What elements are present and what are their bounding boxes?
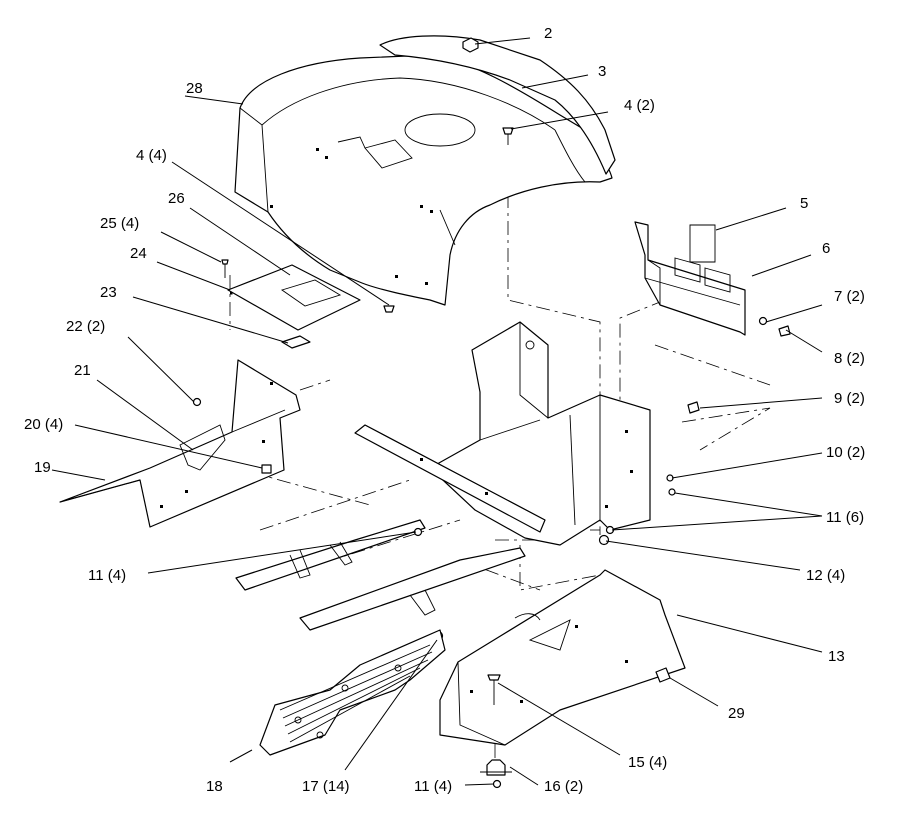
- callout-23: 23: [100, 284, 117, 301]
- callout-22: 22 (2): [66, 318, 105, 335]
- leader-lines: [51, 37, 823, 786]
- callout-8: 8 (2): [834, 350, 865, 367]
- clip-part-9: [687, 401, 700, 414]
- callout-9: 9 (2): [834, 390, 865, 407]
- callout-3: 3: [598, 63, 606, 80]
- bracket-part-6: [634, 221, 746, 336]
- callout-20: 20 (4): [24, 416, 63, 433]
- callout-10: 10 (2): [826, 444, 865, 461]
- callout-11-4-bottom: 11 (4): [414, 778, 452, 795]
- callout-11-6: 11 (6): [826, 509, 864, 526]
- clamp-part-16: [480, 759, 512, 776]
- footrest-mat-part-18: [259, 629, 446, 756]
- callout-16: 16 (2): [544, 778, 583, 795]
- callout-12: 12 (4): [806, 567, 845, 584]
- callout-21: 21: [74, 362, 91, 379]
- callout-28: 28: [186, 80, 203, 97]
- screw-part-4-left: [383, 305, 395, 313]
- clip-part-2: [462, 37, 479, 53]
- decal-part-5: [689, 224, 716, 263]
- callout-6: 6: [822, 240, 830, 257]
- callout-11-4-left: 11 (4): [88, 567, 126, 584]
- callout-15: 15 (4): [628, 754, 667, 771]
- seat-support-frame: [429, 321, 651, 546]
- callout-4-4: 4 (4): [136, 147, 167, 164]
- decal-part-23: [281, 335, 311, 349]
- footrest-bracket-part-19: [59, 359, 301, 528]
- callout-29: 29: [728, 705, 745, 722]
- callout-18: 18: [206, 778, 223, 795]
- cover-plate-part-26: [227, 264, 361, 331]
- callout-24: 24: [130, 245, 147, 262]
- nut-part-20: [261, 464, 272, 474]
- bolt-part-25: [221, 259, 229, 278]
- nut-part-11-bottom: [492, 779, 502, 789]
- washer-part-7: [758, 316, 768, 326]
- callout-2: 2: [544, 25, 552, 42]
- callout-13: 13: [828, 648, 845, 665]
- screw-part-8: [778, 325, 791, 337]
- frame-rail-right-lower: [299, 547, 526, 631]
- hood-trim-part-3: [379, 35, 616, 175]
- spacer-part-12: [598, 534, 610, 546]
- callout-26: 26: [168, 190, 185, 207]
- frame-rail-upper: [354, 424, 546, 533]
- bolt-part-15: [487, 674, 501, 705]
- callout-5: 5: [800, 195, 808, 212]
- callout-25: 25 (4): [100, 215, 139, 232]
- callout-7: 7 (2): [834, 288, 865, 305]
- screw-part-4-top: [502, 127, 514, 145]
- callout-19: 19: [34, 459, 51, 476]
- callout-17: 17 (14): [302, 778, 350, 795]
- callout-labels: 2 3 4 (2) 28 4 (4) 26 25 (4) 24 23 22 (2…: [24, 25, 865, 795]
- callout-4-2: 4 (2): [624, 97, 655, 114]
- screw-part-22: [192, 397, 202, 407]
- floor-plate-part-13: [439, 569, 686, 746]
